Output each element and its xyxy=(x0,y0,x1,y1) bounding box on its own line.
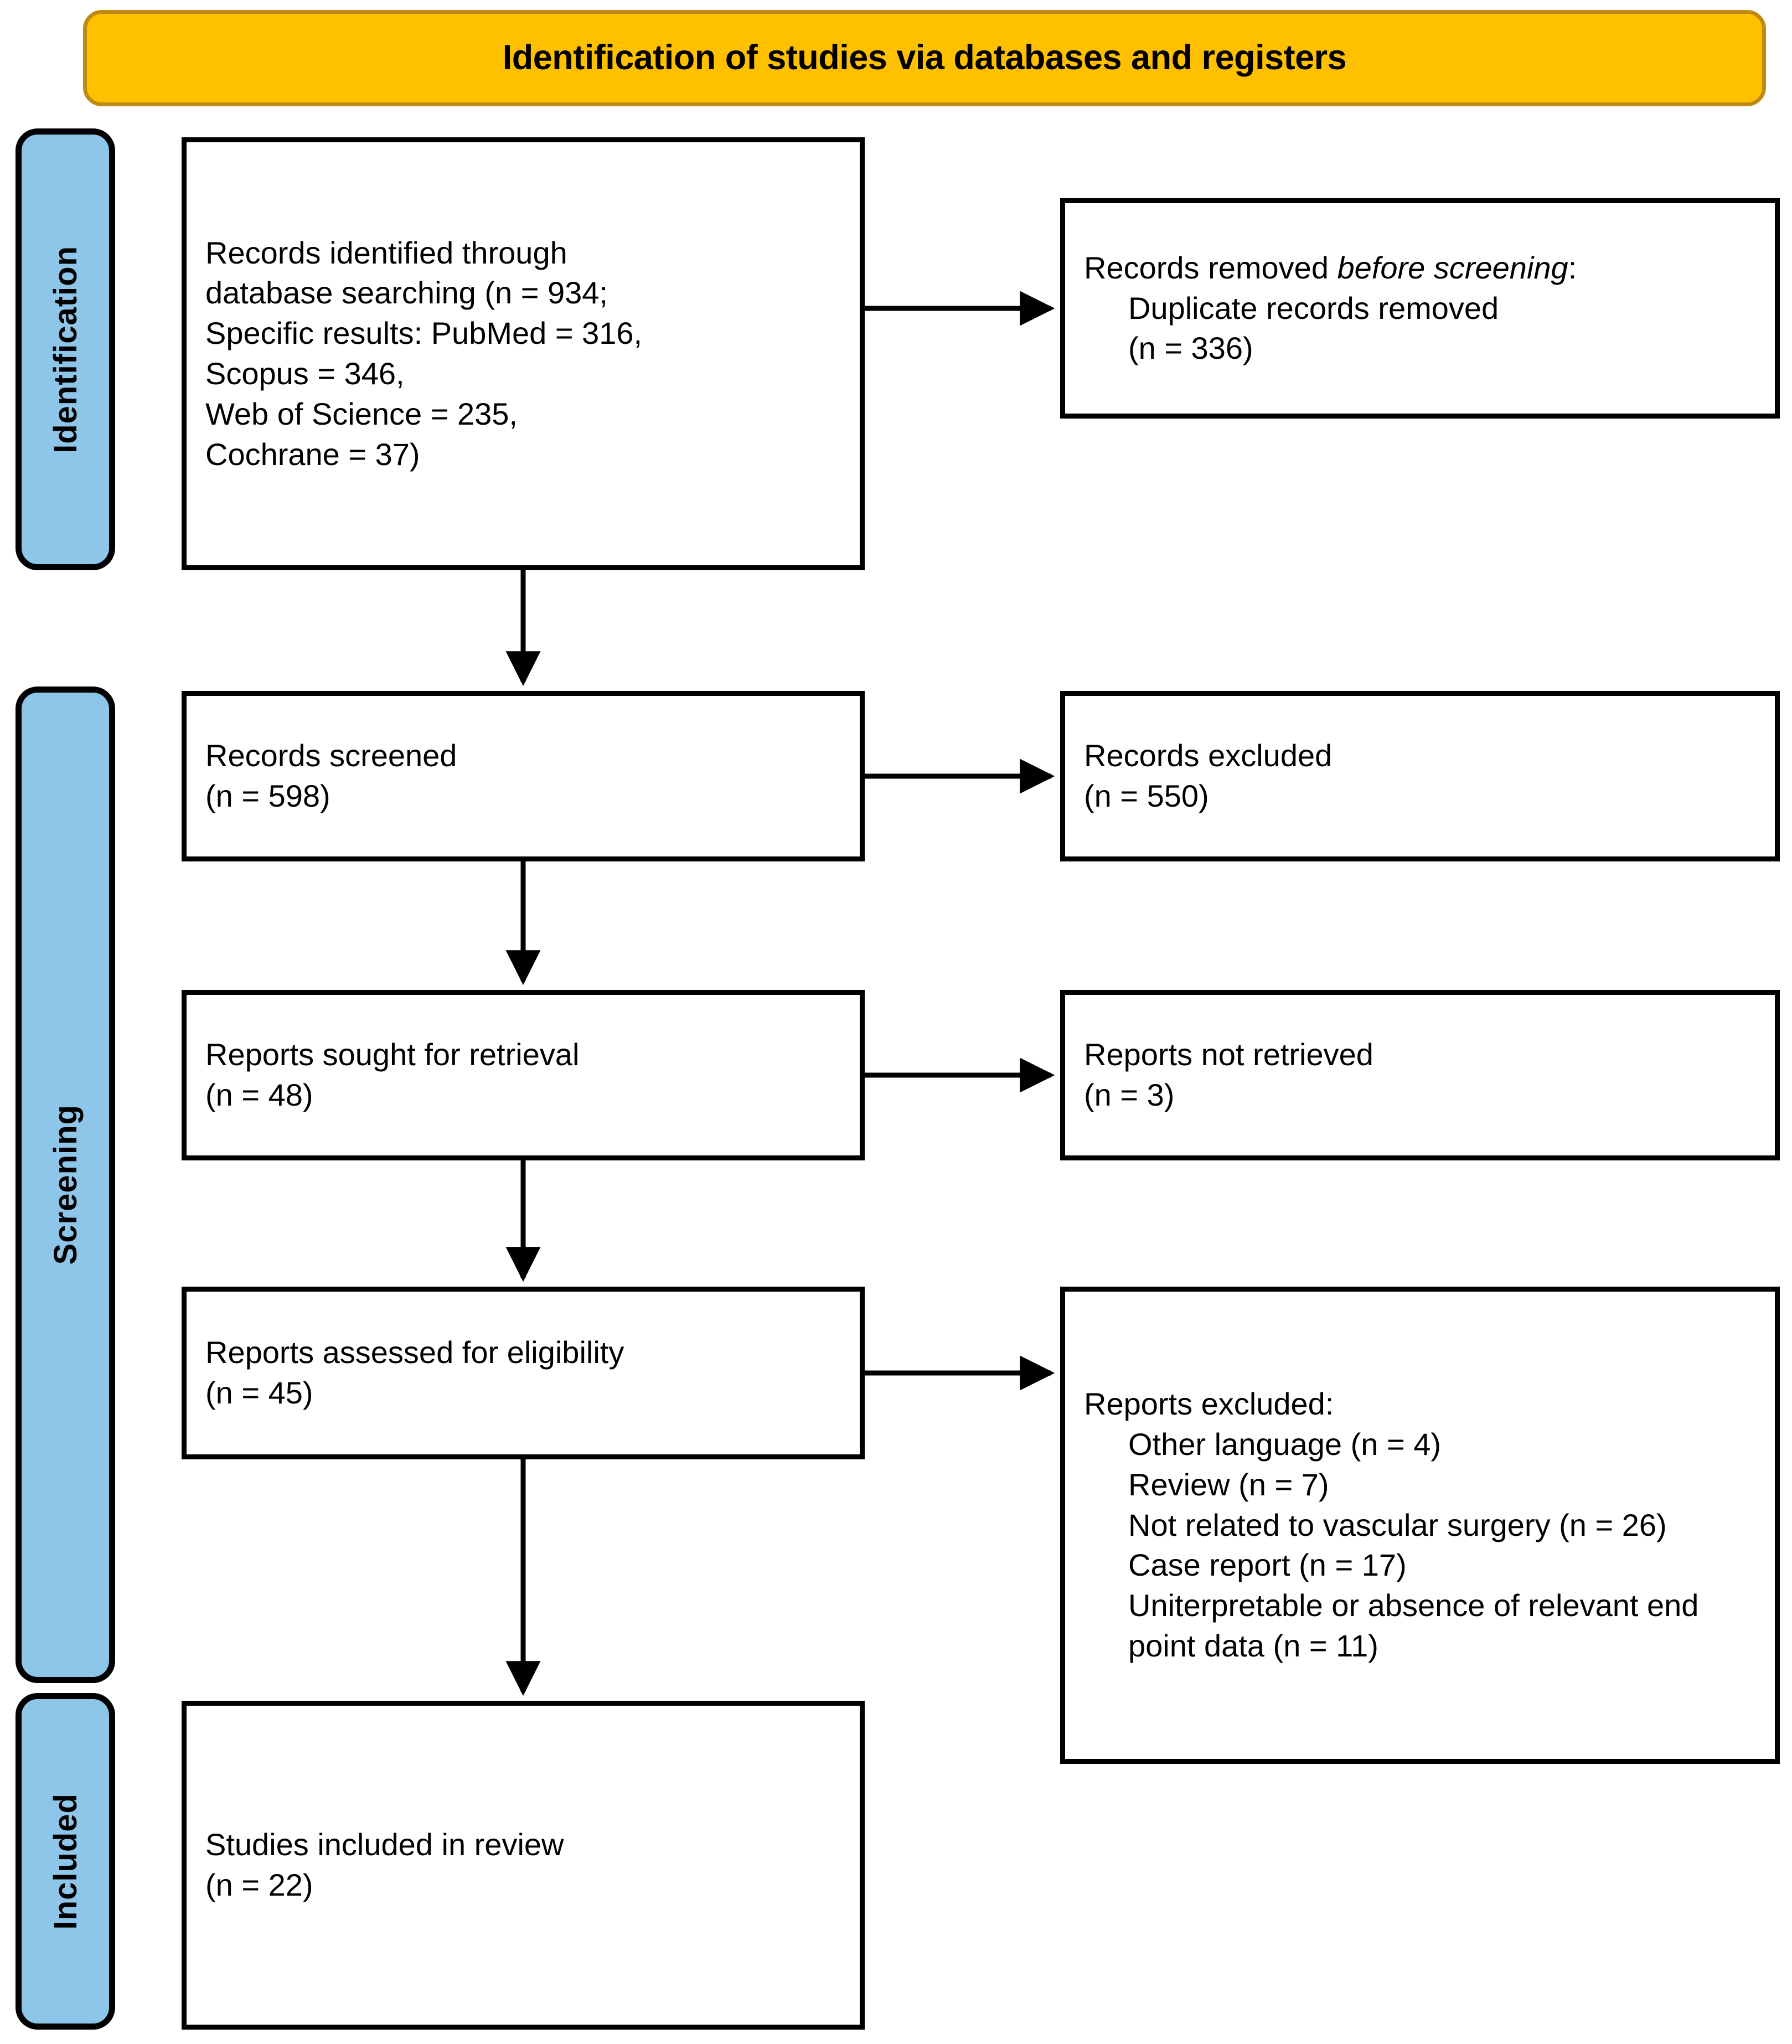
identified-line-4: Scopus = 346, xyxy=(205,356,405,391)
stage-band-screening: Screening xyxy=(16,687,115,1683)
diagram-header-banner: Identification of studies via databases … xyxy=(83,10,1766,106)
box-reports-not-retrieved: Reports not retrieved (n = 3) xyxy=(1060,990,1780,1160)
records-screened-label: Records screened xyxy=(205,738,457,773)
studies-included-label: Studies included in review xyxy=(205,1827,564,1862)
box-reports-assessed-for-eligibility: Reports assessed for eligibility (n = 45… xyxy=(182,1287,865,1459)
reports-assessed-count: (n = 45) xyxy=(205,1375,313,1410)
removed-heading-italic: before screening xyxy=(1337,250,1568,285)
box-reports-excluded: Reports excluded: Other language (n = 4)… xyxy=(1060,1287,1780,1764)
box-reports-not-retrieved-text: Reports not retrieved (n = 3) xyxy=(1065,1035,1775,1116)
stage-label-identification: Identification xyxy=(47,245,84,453)
box-records-identified: Records identified through database sear… xyxy=(182,137,865,570)
box-records-excluded-text: Records excluded (n = 550) xyxy=(1065,736,1775,817)
box-reports-excluded-text: Reports excluded: Other language (n = 4)… xyxy=(1065,1384,1775,1666)
stage-band-identification: Identification xyxy=(16,128,115,570)
removed-heading-colon: : xyxy=(1568,250,1577,285)
box-records-identified-text: Records identified through database sear… xyxy=(187,233,860,475)
box-reports-sought-text: Reports sought for retrieval (n = 48) xyxy=(187,1035,860,1116)
studies-included-count: (n = 22) xyxy=(205,1867,313,1902)
stage-label-screening: Screening xyxy=(47,1104,84,1265)
box-records-screened: Records screened (n = 598) xyxy=(182,691,865,861)
removed-heading-plain: Records removed xyxy=(1084,250,1337,285)
box-records-removed-text: Records removed before screening: Duplic… xyxy=(1065,248,1775,369)
removed-detail-count: (n = 336) xyxy=(1128,331,1253,366)
reports-not-retrieved-label: Reports not retrieved xyxy=(1084,1037,1373,1072)
box-records-screened-text: Records screened (n = 598) xyxy=(187,736,860,817)
box-studies-included-text: Studies included in review (n = 22) xyxy=(187,1825,860,1906)
stage-band-included: Included xyxy=(16,1693,115,2030)
identified-line-3: Specific results: PubMed = 316, xyxy=(205,316,643,351)
reports-sought-count: (n = 48) xyxy=(205,1077,313,1112)
reports-excluded-reason: Review (n = 7) xyxy=(1128,1467,1329,1502)
box-records-removed-before-screening: Records removed before screening: Duplic… xyxy=(1060,198,1780,419)
reports-excluded-reason: Not related to vascular surgery (n = 26) xyxy=(1128,1507,1667,1542)
reports-not-retrieved-count: (n = 3) xyxy=(1084,1077,1175,1112)
identified-line-6: Cochrane = 37) xyxy=(205,436,420,472)
reports-excluded-reason: Other language (n = 4) xyxy=(1128,1427,1442,1462)
identified-line-2: database searching (n = 934; xyxy=(205,275,608,311)
reports-sought-label: Reports sought for retrieval xyxy=(205,1037,580,1072)
box-studies-included-in-review: Studies included in review (n = 22) xyxy=(182,1701,865,2030)
identified-line-1: Records identified through xyxy=(205,235,567,270)
stage-label-included: Included xyxy=(47,1793,84,1930)
reports-assessed-label: Reports assessed for eligibility xyxy=(205,1335,624,1370)
reports-excluded-reason: Uniterpretable or absence of relevant en… xyxy=(1128,1588,1699,1663)
reports-excluded-heading: Reports excluded: xyxy=(1084,1386,1334,1422)
box-records-excluded: Records excluded (n = 550) xyxy=(1060,691,1780,861)
records-excluded-count: (n = 550) xyxy=(1084,778,1209,813)
records-screened-count: (n = 598) xyxy=(205,778,330,813)
box-reports-sought-for-retrieval: Reports sought for retrieval (n = 48) xyxy=(182,990,865,1160)
identified-line-5: Web of Science = 235, xyxy=(205,396,518,431)
box-reports-assessed-text: Reports assessed for eligibility (n = 45… xyxy=(187,1333,860,1413)
removed-detail: Duplicate records removed xyxy=(1128,290,1499,326)
records-excluded-label: Records excluded xyxy=(1084,738,1333,773)
reports-excluded-reason: Case report (n = 17) xyxy=(1128,1547,1407,1583)
page-title: Identification of studies via databases … xyxy=(502,38,1347,78)
